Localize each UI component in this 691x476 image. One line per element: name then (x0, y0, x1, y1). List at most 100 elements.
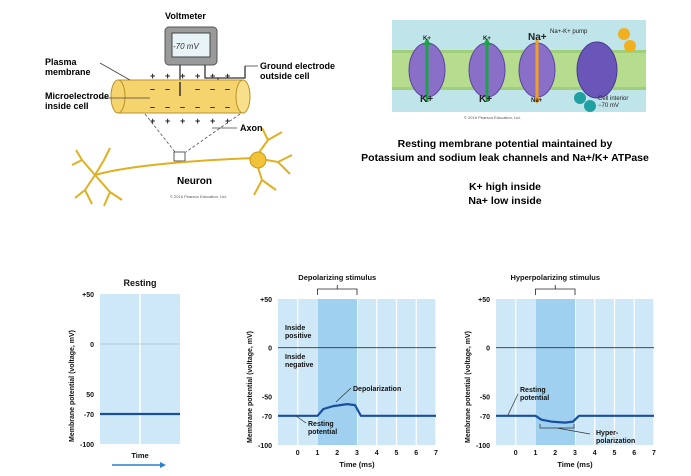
neuron-figure: +++ +++ ––– –– ––– ––– +++ +++ (0, 0, 360, 215)
svg-text:+: + (195, 71, 200, 81)
k-top-label-1: K+ (423, 36, 431, 42)
y-tick-label: 50 (86, 392, 94, 399)
membrane-potential-trace (496, 414, 654, 424)
svg-text:+: + (165, 116, 170, 126)
x-tick-label: 7 (434, 450, 438, 457)
x-tick-label: 6 (414, 450, 418, 457)
chart-annotation: Hyper-polarization (596, 430, 635, 445)
svg-text:+: + (210, 71, 215, 81)
svg-text:–: – (225, 84, 230, 94)
channels-figure: K+ K+ Na+ Na+-K+ pump K+ K+ Na+ Cell int… (392, 20, 646, 125)
channels-illustration (392, 20, 646, 125)
svg-text:–: – (165, 102, 170, 112)
svg-text:–: – (225, 102, 230, 112)
x-tick-label: 0 (514, 450, 518, 457)
x-axis-label: Time (ms) (339, 460, 375, 469)
y-axis-label: Membrane potential (voltage, mV) (247, 331, 254, 443)
x-tick-label: 5 (613, 450, 617, 457)
k-bottom-label-2: K+ (479, 94, 493, 105)
y-tick-label: -100 (80, 442, 94, 449)
ground-electrode-label: Ground electrode outside cell (260, 61, 336, 81)
neuron-illustration: +++ +++ ––– –– ––– ––– +++ +++ (71, 26, 293, 207)
svg-text:+: + (180, 71, 185, 81)
na-top-label: Na+ (528, 32, 547, 43)
axon-label: Axon (240, 123, 263, 133)
y-axis-label: Membrane potential (voltage, mV) (465, 331, 472, 443)
annotation-pointer (507, 393, 519, 416)
x-tick-label: 1 (534, 450, 538, 457)
y-tick-label: -70 (84, 412, 94, 419)
chart-title: Depolarizing stimulus (298, 273, 376, 282)
svg-text:–: – (210, 84, 215, 94)
neuron-copyright: © 2016 Pearson Education, Ltd. (170, 194, 227, 199)
voltmeter-readout: -70 mV (173, 42, 199, 51)
caption-line-3: K+ high inside (468, 181, 542, 193)
caption-line-1: Resting membrane potential maintained by (397, 138, 613, 150)
svg-text:+: + (150, 116, 155, 126)
x-tick-label: 3 (573, 450, 577, 457)
channels-copyright: © 2016 Pearson Education, Ltd. (464, 115, 521, 120)
svg-text:–: – (210, 102, 215, 112)
annotation-pointer (295, 415, 307, 424)
na-k-pump (574, 28, 636, 112)
svg-text:+: + (165, 71, 170, 81)
stimulus-bracket (535, 285, 576, 295)
stimulus-band (317, 299, 357, 445)
y-tick-label: +50 (260, 297, 272, 304)
chart-title: Resting (123, 278, 156, 288)
k-top-label-2: K+ (483, 36, 491, 42)
y-tick-label: -70 (480, 414, 490, 421)
x-tick-label: 6 (632, 450, 636, 457)
x-tick-label: 7 (652, 450, 656, 457)
svg-text:–: – (195, 84, 200, 94)
x-axis-label: Time (ms) (557, 460, 593, 469)
voltmeter-screen (171, 32, 211, 58)
chart-title: Hyperpolarizing stimulus (510, 273, 600, 282)
x-tick-label: 2 (553, 450, 557, 457)
x-tick-label: 1 (316, 450, 320, 457)
svg-text:–: – (165, 84, 170, 94)
na-bottom-label: Na+ (531, 98, 543, 104)
neuron-label: Neuron (177, 176, 212, 187)
na-leak-channel (518, 40, 556, 104)
svg-text:+: + (225, 116, 230, 126)
svg-text:+: + (150, 71, 155, 81)
plasma-membrane-label: Plasma membrane (45, 57, 91, 77)
svg-text:+: + (195, 116, 200, 126)
cell-interior-label: Cell interior −70 mV (598, 96, 629, 109)
k-leak-channel-2 (468, 38, 506, 102)
svg-text:+: + (225, 71, 230, 81)
k-leak-channel-1 (408, 38, 446, 102)
y-tick-label: +50 (82, 292, 94, 299)
svg-text:–: – (150, 84, 155, 94)
y-tick-label: 0 (268, 346, 272, 353)
x-tick-label: 3 (355, 450, 359, 457)
annotation-pointer (539, 424, 591, 435)
x-axis-label: Time (131, 451, 148, 460)
y-tick-label: 0 (90, 342, 94, 349)
membrane-charges: +++ +++ ––– –– ––– ––– +++ +++ (150, 71, 230, 126)
y-tick-label: -70 (262, 414, 272, 421)
x-tick-label: 0 (296, 450, 300, 457)
svg-text:–: – (150, 102, 155, 112)
svg-text:–: – (195, 102, 200, 112)
time-arrow-head (160, 462, 166, 468)
y-tick-label: -100 (258, 443, 272, 450)
svg-text:–: – (180, 102, 185, 112)
x-tick-label: 5 (395, 450, 399, 457)
microelectrode-label: Microelectrode inside cell (45, 91, 110, 111)
neuron-shape (71, 127, 293, 207)
y-tick-label: +50 (478, 297, 490, 304)
x-tick-label: 2 (335, 450, 339, 457)
membrane-potential-trace (278, 403, 436, 417)
svg-text:+: + (180, 116, 185, 126)
svg-text:+: + (210, 116, 215, 126)
annotation-pointer (335, 387, 352, 403)
chart-annotation: Depolarization (353, 386, 401, 393)
k-bottom-label-1: K+ (420, 94, 434, 105)
